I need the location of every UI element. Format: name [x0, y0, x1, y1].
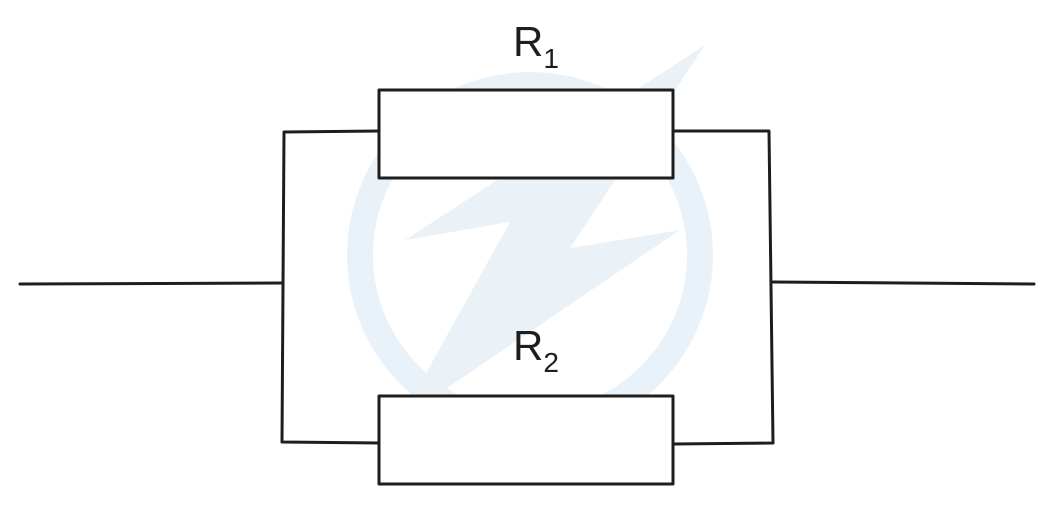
resistor-r1-label: R1: [513, 18, 559, 74]
resistor-r1: R1: [377, 18, 675, 180]
resistor-r1-symbol: R: [513, 18, 543, 65]
resistor-r1-body: [377, 88, 675, 180]
resistor-r2-subscript: 2: [543, 347, 559, 378]
resistor-r1-subscript: 1: [543, 43, 559, 74]
resistor-r2: R2: [377, 322, 675, 486]
resistor-r2-symbol: R: [513, 322, 543, 369]
right-junction-wire: [671, 129, 775, 446]
resistor-r2-label: R2: [513, 322, 559, 378]
left-lead-wire: [18, 281, 284, 286]
right-lead-wire: [771, 280, 1036, 286]
left-junction-wire: [280, 129, 382, 445]
resistor-r2-body: [377, 394, 675, 486]
